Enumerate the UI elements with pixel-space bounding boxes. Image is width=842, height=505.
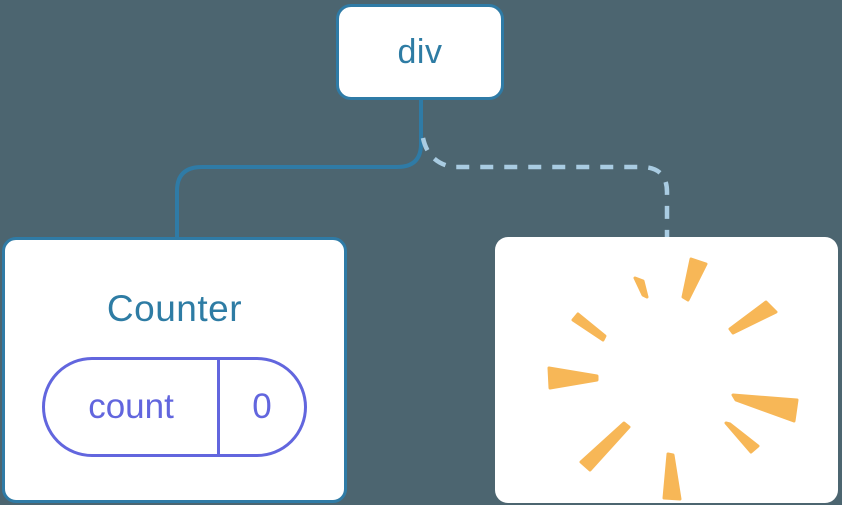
state-pill-value: 0: [252, 387, 272, 427]
state-pill-divider: [217, 360, 220, 455]
counter-node-title: Counter: [106, 288, 243, 329]
removed-node: [495, 237, 838, 503]
root-node-label: div: [397, 32, 443, 71]
poof-starburst-icon: [547, 257, 799, 501]
state-pill: count 0: [42, 357, 307, 458]
connector-dashed-right: [420, 137, 670, 238]
state-pill-key: count: [88, 387, 174, 427]
connector-solid-left: [175, 97, 423, 238]
counter-node: Counter count 0: [2, 237, 347, 503]
root-node: div: [336, 4, 504, 100]
